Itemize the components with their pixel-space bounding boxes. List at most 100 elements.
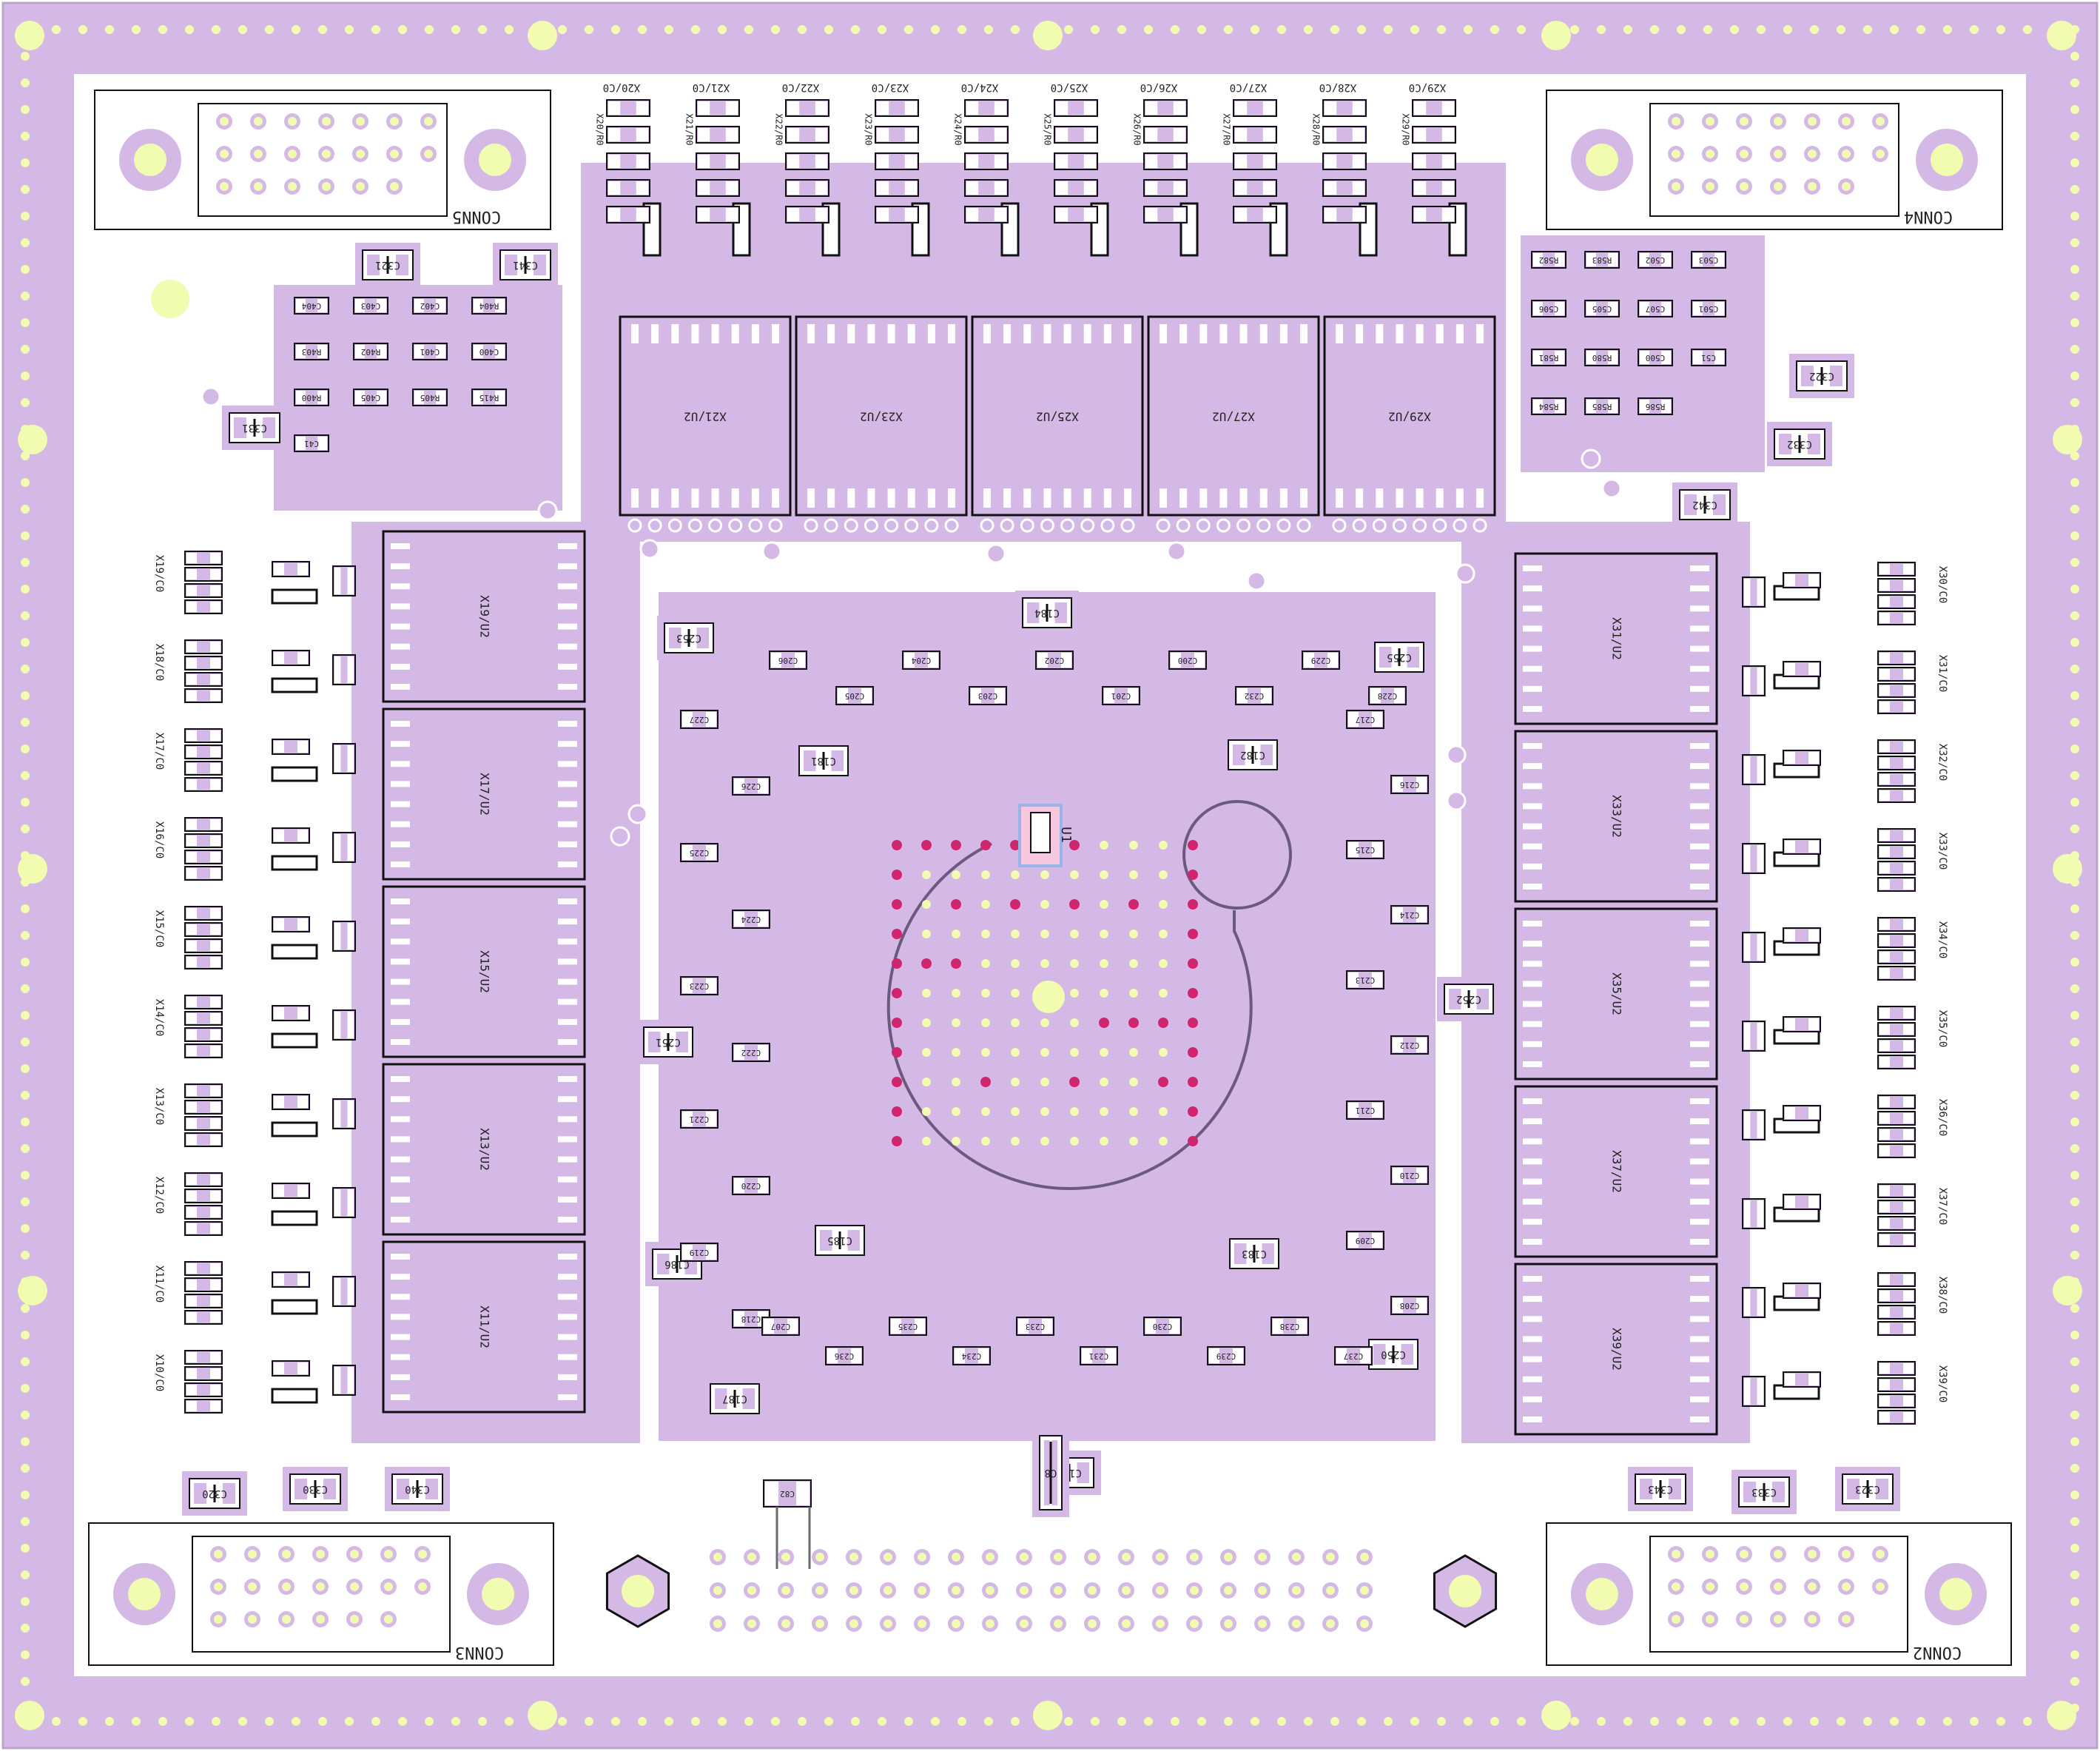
edge-via (398, 1717, 407, 1726)
channel-smd (184, 1399, 223, 1414)
smd-pad (210, 941, 221, 951)
smd-pad (210, 690, 221, 701)
smd-pad (1352, 155, 1364, 168)
channel-label: X39/C0 (1936, 1365, 1948, 1403)
bga-ball (952, 1048, 960, 1057)
ic-pin (983, 488, 991, 508)
smd-label: R404 (479, 301, 499, 311)
smd-pad (274, 741, 284, 753)
edge-via (1357, 1717, 1366, 1726)
via (1601, 478, 1622, 499)
smd-pad (186, 1223, 197, 1234)
edge-via (2070, 1517, 2079, 1526)
ic-pin (391, 684, 410, 690)
cap-pad (1669, 1479, 1681, 1499)
channel-smd (332, 565, 356, 596)
center-region (659, 592, 1436, 1443)
edge-via (1650, 25, 1659, 34)
smd-pad (1235, 181, 1248, 195)
comp-c507: C507 (1638, 300, 1673, 317)
cap-c8: C8 (1032, 1428, 1069, 1517)
smd-pad (928, 653, 938, 668)
smd-pad (904, 181, 917, 195)
edge-via (2070, 1011, 2079, 1020)
edge-via (2070, 718, 2079, 727)
connector-pin-hole (384, 1550, 393, 1559)
edge-via (2070, 1384, 2079, 1393)
ic-pin (1523, 1336, 1542, 1342)
connector-pin-hole (288, 182, 297, 191)
header-pin-hole (1054, 1586, 1063, 1595)
cap-pad (1713, 494, 1726, 515)
channel-smd (1233, 152, 1277, 170)
smd-pad (1879, 1291, 1890, 1301)
cap-label: C8 (1045, 1467, 1057, 1479)
bga-ball (1158, 1018, 1168, 1028)
channel-smd (1322, 99, 1367, 117)
channel-smd (184, 1083, 223, 1098)
ic-pin (887, 488, 895, 508)
bga-ball (981, 1018, 990, 1027)
smd-pad (347, 1189, 354, 1216)
edge-via (21, 1171, 30, 1180)
smd-pad (495, 299, 505, 312)
smd-pad (1640, 400, 1649, 413)
mount-hole (479, 144, 511, 176)
smd-pad (1903, 702, 1914, 712)
smd-pad (186, 1401, 197, 1411)
smd-pad (210, 1118, 221, 1129)
ic-x25-u2: X25/U2 (971, 315, 1144, 533)
ic-pin (867, 324, 875, 343)
cap-c227: C227 (680, 710, 718, 729)
ic-pin (391, 938, 410, 945)
smd-pad (186, 957, 197, 967)
smd-pad (1235, 155, 1248, 168)
edge-via (984, 1717, 993, 1726)
cap-c201: C201 (1102, 686, 1140, 705)
cap-pad (1801, 366, 1814, 386)
bga-ball (892, 1136, 902, 1146)
channel-label: X20/C0 (603, 81, 641, 93)
edge-via (2070, 558, 2079, 567)
edge-via (1703, 1717, 1712, 1726)
cap-c206: C206 (769, 651, 807, 670)
header-pin-hole (781, 1586, 790, 1595)
bga-ball (1011, 1137, 1020, 1146)
channel-smd (184, 817, 223, 832)
ic-x37-u2: X37/U2 (1514, 1085, 1718, 1258)
channel-smd (332, 1276, 356, 1307)
smd-pad (186, 819, 197, 830)
smd-pad (1808, 1374, 1819, 1385)
smd-label: C507 (1646, 304, 1666, 314)
channel-diode (271, 588, 318, 605)
channel-smd (184, 688, 223, 703)
edge-via (984, 25, 993, 34)
smd-pad (1262, 155, 1275, 168)
bga-ball (1129, 1048, 1138, 1057)
channel-label: X10/C0 (153, 1354, 165, 1392)
smd-pad (1879, 742, 1890, 752)
header-pin-hole (1122, 1553, 1131, 1562)
smd-pad (904, 155, 917, 168)
channel-smd (696, 152, 740, 170)
smd-pad (186, 1368, 197, 1379)
ic-pin (827, 488, 835, 508)
channel-diode (271, 677, 318, 693)
smd-label: R415 (479, 393, 499, 403)
edge-via (1970, 25, 1979, 34)
smd-label: C213 (1356, 975, 1376, 985)
via (1446, 745, 1467, 765)
channel-label: X37/C0 (1936, 1188, 1948, 1226)
smd-pad (1555, 253, 1564, 266)
ic-pin (948, 488, 955, 508)
edge-via (21, 718, 30, 727)
header-pin-hole (713, 1553, 722, 1562)
ic-pin (558, 1354, 577, 1360)
channel-smd (606, 179, 650, 197)
cap-label: C340 (405, 1483, 430, 1495)
cap-label: C183 (1242, 1248, 1267, 1260)
header-pin-hole (1292, 1586, 1301, 1595)
smd-pad (1879, 1274, 1890, 1285)
ic-x21-u2: X21/U2 (619, 315, 792, 533)
smd-pad (1903, 564, 1914, 574)
